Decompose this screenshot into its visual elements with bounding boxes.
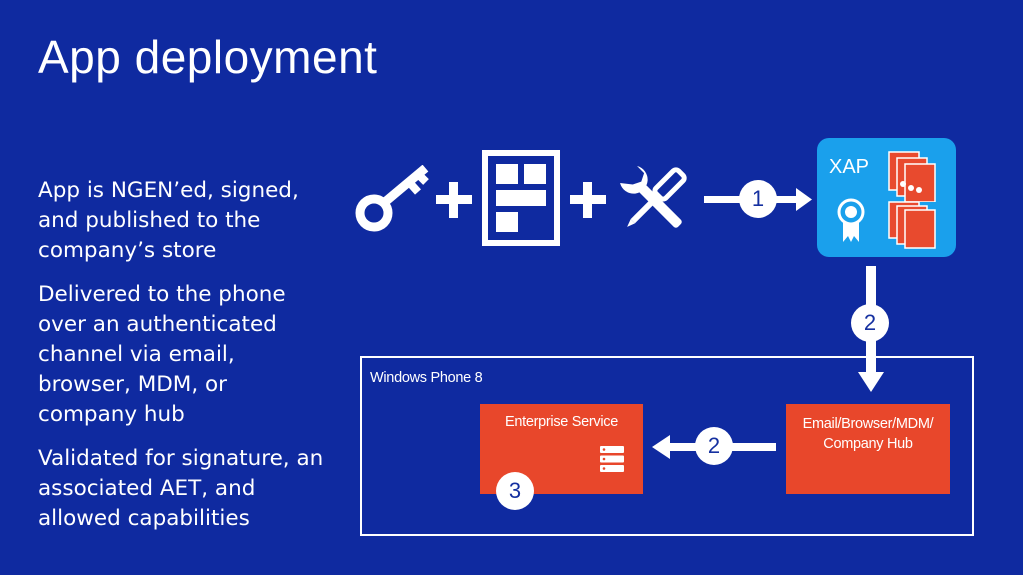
server-icon [600,446,624,472]
step-3-badge: 3 [496,472,534,510]
certificate-icon [837,198,865,242]
step-1-badge: 1 [739,180,777,218]
tools-icon [620,166,687,228]
enterprise-service-label: Enterprise Service [504,414,619,430]
xap-package-tile: XAP [817,138,956,257]
slide-title: App deployment [38,31,378,83]
company-hub-box: Email/Browser/MDM/ Company Hub [786,404,950,494]
windows-phone-container: Windows Phone 8 [360,356,974,536]
bullet-3: Validated for signature, an associated A… [38,446,324,531]
windows-phone-label: Windows Phone 8 [370,370,483,386]
xap-label: XAP [829,156,870,178]
key-icon [355,165,429,232]
step-2-left-badge: 2 [695,427,733,465]
bullet-list: App is NGEN’ed, signed, and published to… [38,176,328,548]
document-stack-icon [888,151,936,202]
company-hub-label: Email/Browser/MDM/ Company Hub [802,416,934,452]
document-stack-icon [888,201,936,249]
plus-icon [436,182,472,218]
bullet-1: App is NGEN’ed, signed, and published to… [38,178,299,263]
plus-icon [570,182,606,218]
step-2-down-badge: 2 [851,304,889,342]
bullet-2: Delivered to the phone over an authentic… [38,282,286,427]
app-layout-icon [482,150,560,246]
